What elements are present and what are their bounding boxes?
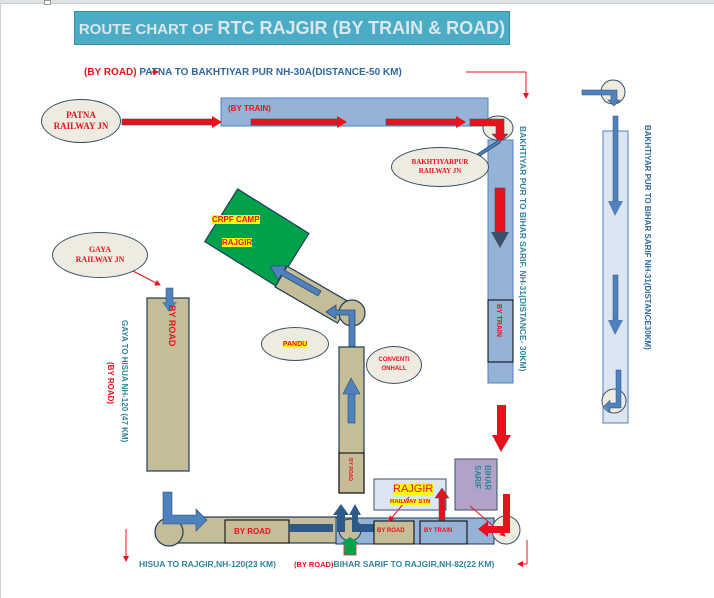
node-patna-label: PATNA RAILWAY JN xyxy=(53,110,109,131)
crpf-camp-label-wrap: CRPF CAMP xyxy=(212,215,260,224)
node-pandu-label: PANDU xyxy=(282,340,308,348)
red-arrow-icon-1 xyxy=(121,116,222,128)
blue-turn-arrow-icon-bottom xyxy=(603,369,622,413)
route-biharsarif-text: BIHAR SARIF TO RAJGIR,NH-82(22 KM) xyxy=(333,559,495,569)
node-convention-hall: CONVENTI ONHALL xyxy=(366,346,422,384)
red-down-arrow-icon-2 xyxy=(492,405,511,452)
blue-up-arrows-icon xyxy=(333,504,375,532)
rajgir-station-sub-wrap: RAILWAY STN xyxy=(390,499,431,507)
node-bakhtiyarpur-label: BAKHTIYARPUR RAILWAY JN xyxy=(411,158,469,175)
by-train-top-label: (BY TRAIN) xyxy=(228,104,271,113)
blue-turn-arrow-hisua-icon xyxy=(162,491,208,532)
by-road-label-gaya: BY ROAD xyxy=(167,305,177,347)
blue-road-line-icon xyxy=(289,524,333,532)
rajgir-station-sub-label: RAILWAY STN xyxy=(390,499,431,505)
route-patna-bakhtiyarpur-label: (BY ROAD) PATNA TO BAKHTIYAR PUR NH-30A(… xyxy=(84,67,402,78)
by-train-box-bottom xyxy=(419,520,468,545)
by-road-box-vertical xyxy=(338,452,365,494)
red-turn-arrow-icon xyxy=(469,118,509,143)
crpf-camp-label: CRPF CAMP xyxy=(212,215,260,224)
green-up-arrow-icon xyxy=(340,537,360,556)
blue-down-arrow-icon-2 xyxy=(608,274,623,335)
road-path-gaya-hisua xyxy=(146,297,190,472)
bihar-sarif-pointer-icon xyxy=(469,505,506,537)
gaya-pointer-icon xyxy=(132,270,161,286)
node-convention-hall-label: CONVENTI ONHALL xyxy=(378,357,410,372)
node-pandu: PANDU xyxy=(261,327,329,361)
bottom-right-connector xyxy=(517,540,528,567)
by-train-label-vertical: BY TRAIN xyxy=(495,304,502,337)
route-gaya-hisua: GAYA TO HISUA NH-120 (47 KM) xyxy=(120,320,129,443)
route-text: PATNA TO BAKHTIYAR PUR NH-30A(DISTANCE-5… xyxy=(139,67,402,78)
train-path-right xyxy=(487,139,514,384)
blue-turn-arrow-pandu-icon xyxy=(325,304,356,349)
route-bakhtiyarpur-biharsarif-road: BAKHTIYAR PUR TO BIHAR SARIF NH-31(DISTA… xyxy=(643,125,652,350)
crpf-rajgir-label: RAJGIR xyxy=(222,238,253,247)
node-bakhtiyarpur-railway-jn: BAKHTIYARPUR RAILWAY JN xyxy=(391,147,489,187)
blue-up-arrow-icon xyxy=(342,377,361,424)
route-gaya-hisua-mode: (BY ROAD) xyxy=(106,362,115,405)
node-gaya-label: GAYA RAILWAY JN xyxy=(75,245,125,264)
route-hisua-rajgir: HISUA TO RAJGIR,NH-120(23 KM) xyxy=(139,559,276,569)
by-train-box-right xyxy=(487,299,514,363)
by-road-label-small: BY ROAD xyxy=(377,528,405,534)
red-up-arrow-icon xyxy=(434,487,450,521)
junction-circle-far-right-bottom xyxy=(601,388,627,414)
crpf-rajgir-label-wrap: RAJGIR xyxy=(222,238,253,247)
bihar-sarif-label: BIHAR SARIF xyxy=(473,465,492,491)
red-arrow-icon-3 xyxy=(385,116,466,128)
route-bakhtiyarpur-biharsarif-train: BAKHTIYAR PUR TO BIHAR SARIF. NH-31(DIST… xyxy=(518,126,528,372)
by-road-label-bottom: BY ROAD xyxy=(234,527,271,536)
route-biharsarif-mode: (BY ROAD) xyxy=(294,560,334,569)
top-right-connector xyxy=(466,71,529,99)
by-train-label-bottom: BY TRAIN xyxy=(424,528,453,534)
route-biharsarif-rajgir: (BY ROAD)BIHAR SARIF TO RAJGIR,NH-82(22 … xyxy=(294,559,494,569)
title-prefix: ROUTE CHART OF xyxy=(78,21,214,38)
node-patna-railway-jn: PATNA RAILWAY JN xyxy=(41,99,121,143)
page-left-edge xyxy=(0,3,1,598)
red-down-arrow-icon xyxy=(491,187,509,248)
blue-turn-arrow-icon-top xyxy=(581,89,621,107)
blue-down-arrow-gaya-icon xyxy=(162,287,177,312)
route-mode: (BY ROAD) xyxy=(84,67,137,78)
red-turn-arrow-bihar-icon xyxy=(478,494,510,537)
blue-down-arrow-icon-1 xyxy=(608,115,623,216)
rajgir-station-label-wrap: RAJGIR xyxy=(393,483,434,495)
window-top-bar xyxy=(0,0,714,4)
blue-arrow-to-crpf-icon xyxy=(269,265,322,297)
title-main: RTC RAJGIR (BY TRAIN & ROAD) xyxy=(217,18,506,38)
node-gaya-railway-jn: GAYA RAILWAY JN xyxy=(52,232,148,278)
by-road-label-vertical: BY ROAD xyxy=(347,458,353,481)
red-arrow-icon-2 xyxy=(250,116,347,128)
page-title: ROUTE CHART OF RTC RAJGIR (BY TRAIN & RO… xyxy=(74,11,510,45)
bihar-sarif-box xyxy=(454,458,498,511)
rajgir-station-label: RAJGIR xyxy=(393,483,434,495)
page-corner-marker xyxy=(44,0,51,5)
